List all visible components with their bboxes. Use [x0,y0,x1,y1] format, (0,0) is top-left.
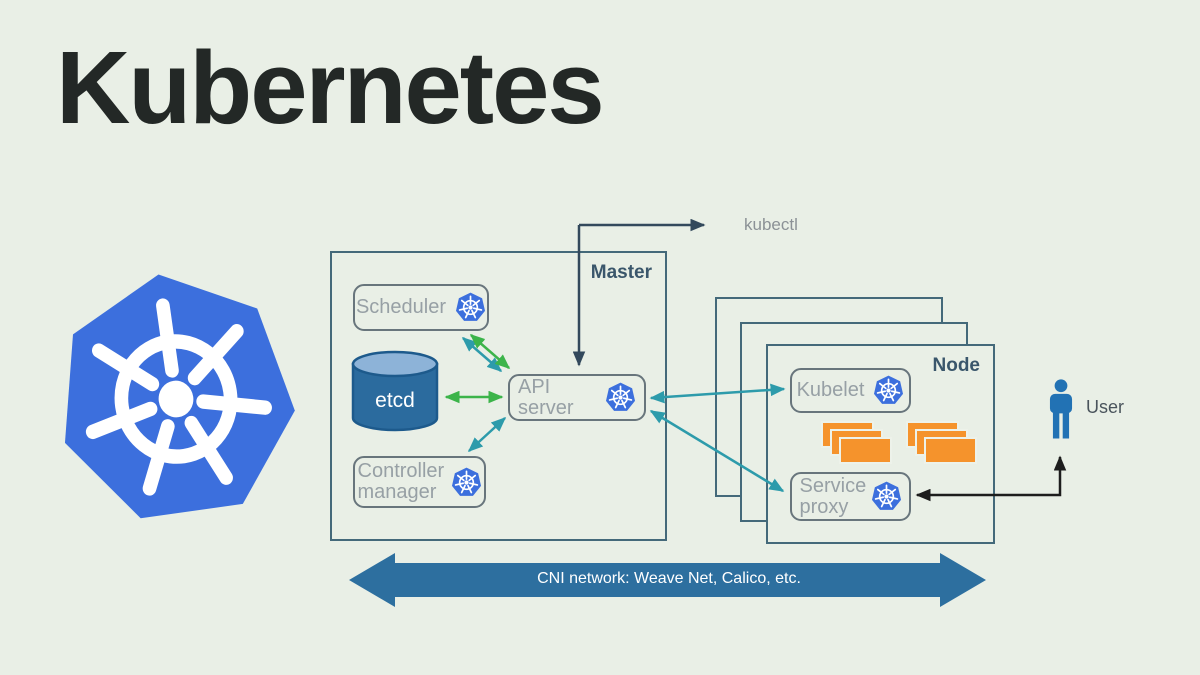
scheduler-box: Scheduler [353,284,489,331]
pods-group [821,421,896,467]
service-proxy-label: Service proxy [799,474,867,518]
scheduler-label: Scheduler [355,296,447,318]
cni-network-label: CNI network: Weave Net, Calico, etc. [537,570,801,587]
etcd-cylinder: etcd [349,349,441,433]
controller-manager-label: Controller manager [357,460,445,503]
kubernetes-icon [605,382,636,413]
kubernetes-icon [455,292,486,323]
api-server-label: API server [518,375,574,419]
person-icon [1044,378,1078,448]
kubernetes-icon [871,481,902,512]
database-cylinder-icon [351,350,439,432]
pod-icon [924,437,977,464]
kubernetes-icon [451,467,482,498]
kubernetes-logo [35,252,317,546]
kubelet-box: Kubelet [790,368,911,413]
pod-icon [839,437,892,464]
pods-group [906,421,981,467]
etcd-label: etcd [375,389,415,412]
kubectl-label: kubectl [744,215,798,234]
controller-manager-box: Controller manager [353,456,486,508]
kubernetes-icon [873,375,904,406]
user-label: User [1086,397,1125,417]
kubelet-label: Kubelet [796,379,865,401]
service-proxy-box: Service proxy [790,472,911,521]
api-server-box: API server [508,374,646,421]
master-label: Master [590,262,652,283]
page-title: Kubernetes [56,30,605,145]
node-label: Node [932,355,981,376]
